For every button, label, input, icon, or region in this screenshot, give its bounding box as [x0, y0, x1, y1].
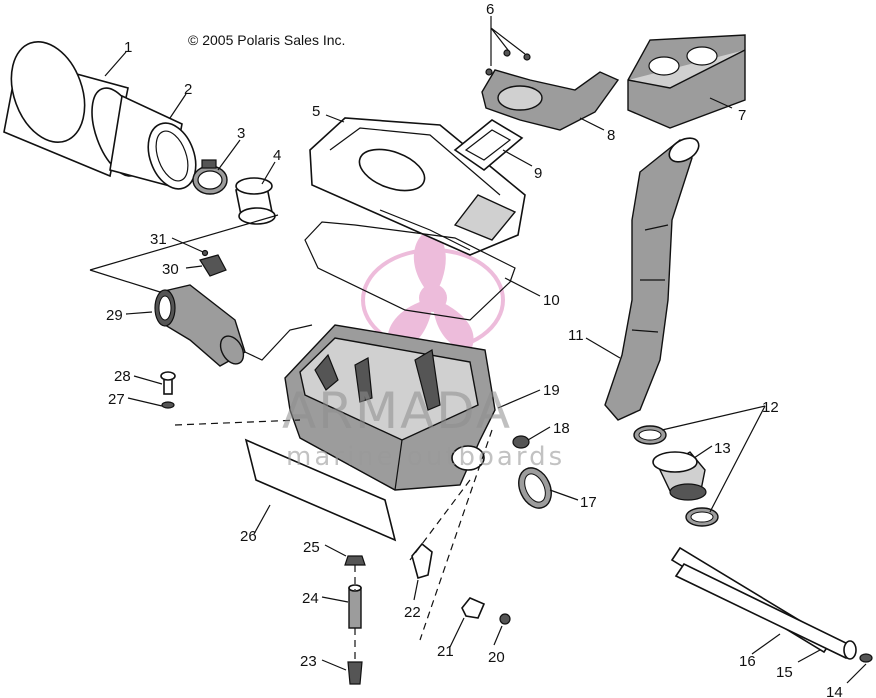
callout-2: 2	[184, 81, 192, 98]
part-19-airbox-base[interactable]	[284, 324, 496, 491]
watermark: ARMADA marine outboards	[282, 382, 565, 472]
callout-31: 31	[150, 231, 167, 248]
part-9-gasket[interactable]	[453, 119, 524, 172]
part-2-filter-element[interactable]	[109, 94, 204, 195]
callout-6: 6	[486, 1, 494, 18]
part-3-clamp[interactable]	[192, 159, 228, 195]
callout-10: 10	[543, 292, 560, 309]
part-22-elbow[interactable]	[411, 542, 433, 580]
part-27-washer[interactable]	[161, 401, 175, 409]
callout-9: 9	[534, 165, 542, 182]
part-17-clamp[interactable]	[513, 463, 558, 514]
callout-12: 12	[762, 399, 779, 416]
part-14-plug[interactable]	[859, 653, 873, 663]
part-23-screw[interactable]	[347, 661, 363, 685]
callout-26: 26	[240, 528, 257, 545]
copyright-text: © 2005 Polaris Sales Inc.	[188, 32, 346, 48]
callout-21: 21	[437, 643, 454, 660]
callout-28: 28	[114, 368, 131, 385]
part-20-grommet[interactable]	[499, 613, 511, 625]
callout-5: 5	[312, 103, 320, 120]
leader-lines	[104, 16, 867, 684]
callout-17: 17	[580, 494, 597, 511]
part-31-screw[interactable]	[201, 249, 209, 257]
assembly-lines	[89, 214, 493, 660]
callout-25: 25	[303, 539, 320, 556]
part-18-fitting[interactable]	[512, 435, 530, 449]
callout-20: 20	[488, 649, 505, 666]
callout-labels: 1 2 3 4 5 6 7 8 9 10 11 12 13 14 15 16 1…	[106, 1, 843, 698]
part-25-nut[interactable]	[344, 555, 366, 566]
part-21-drain-cap[interactable]	[461, 597, 486, 619]
callout-27: 27	[108, 391, 125, 408]
callout-29: 29	[106, 307, 123, 324]
callout-15: 15	[776, 664, 793, 681]
callout-11: 11	[568, 327, 584, 344]
part-8-intake-duct[interactable]	[481, 69, 620, 131]
callout-7: 7	[738, 107, 746, 124]
watermark-tagline: marine outboards	[286, 442, 565, 472]
part-10-seal[interactable]	[304, 221, 516, 321]
part-12-clamps[interactable]	[633, 425, 719, 527]
part-15-tube[interactable]	[674, 562, 857, 660]
callout-4: 4	[273, 147, 281, 164]
callout-18: 18	[553, 420, 570, 437]
part-28-bolt[interactable]	[160, 371, 176, 395]
part-26-pad[interactable]	[244, 438, 397, 542]
callout-19: 19	[543, 382, 560, 399]
watermark-propeller-icon	[413, 228, 446, 298]
watermark-brand: ARMADA	[282, 382, 512, 440]
part-24-spacer[interactable]	[348, 584, 362, 629]
part-11-hose[interactable]	[604, 133, 703, 421]
callout-1: 1	[124, 39, 132, 56]
callout-24: 24	[302, 590, 319, 607]
part-30-sensor[interactable]	[199, 254, 227, 277]
callout-30: 30	[162, 261, 179, 278]
callout-13: 13	[714, 440, 731, 457]
part-29-coupler[interactable]	[154, 284, 248, 368]
callout-14: 14	[826, 684, 843, 698]
part-6-screws[interactable]	[485, 49, 531, 76]
callout-22: 22	[404, 604, 421, 621]
callout-3: 3	[237, 125, 245, 142]
callout-23: 23	[300, 653, 317, 670]
callout-8: 8	[607, 127, 615, 144]
part-7-foam-block[interactable]	[627, 34, 746, 129]
callout-16: 16	[739, 653, 756, 670]
part-13-adapter[interactable]	[652, 451, 707, 501]
